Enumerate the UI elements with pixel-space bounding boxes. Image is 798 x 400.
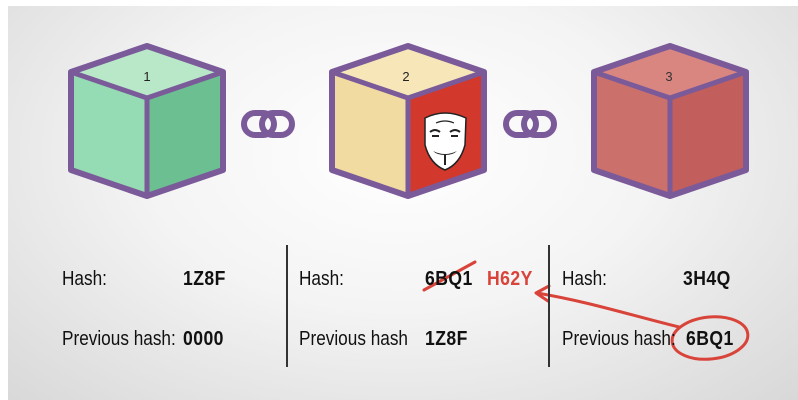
chain-link-icon [503,110,557,138]
block-3-left-face [594,72,670,196]
block-2-number: 2 [402,69,409,84]
top-border [0,0,798,6]
block-2-cube: 2 [329,43,487,199]
highlight-circle [670,315,750,361]
block-3-number: 3 [665,69,672,84]
block-3-hash-value: 3H4Q [683,268,731,290]
block-3-hash-label: Hash: [562,268,607,290]
column-divider-2 [548,245,550,367]
block-3-prev-hash-label: Previous hash: [562,328,676,350]
block-1-left-face [71,72,147,196]
block-2-left-face [332,72,408,196]
block-1-prev-hash-value: 0000 [183,328,224,350]
column-divider-1 [286,245,288,367]
block-3-right-face [670,72,746,196]
block-1-hash-value: 1Z8F [183,268,226,290]
block-1-right-face [147,72,223,196]
block-2-prev-hash-label: Previous hash [299,328,409,350]
block-2-old-hash-value: 6BQ1 [425,268,473,290]
block-1-prev-hash-label: Previous hash: [62,328,176,350]
chain-link-icon [241,110,295,138]
left-border [0,0,8,400]
block-2-hash-label: Hash: [299,268,344,290]
block-3-cube: 3 [591,43,749,199]
hash-strikethrough [422,260,477,292]
block-1-cube: 1 [68,43,226,199]
block-1-hash-label: Hash: [62,268,107,290]
anonymous-mask-icon [424,112,467,171]
tamper-arrow [534,284,681,329]
block-2-prev-hash-value: 1Z8F [425,328,468,350]
block-2-new-hash-value: H62Y [487,268,533,290]
block-1-number: 1 [143,69,150,84]
block-3-prev-hash-value: 6BQ1 [686,328,734,350]
